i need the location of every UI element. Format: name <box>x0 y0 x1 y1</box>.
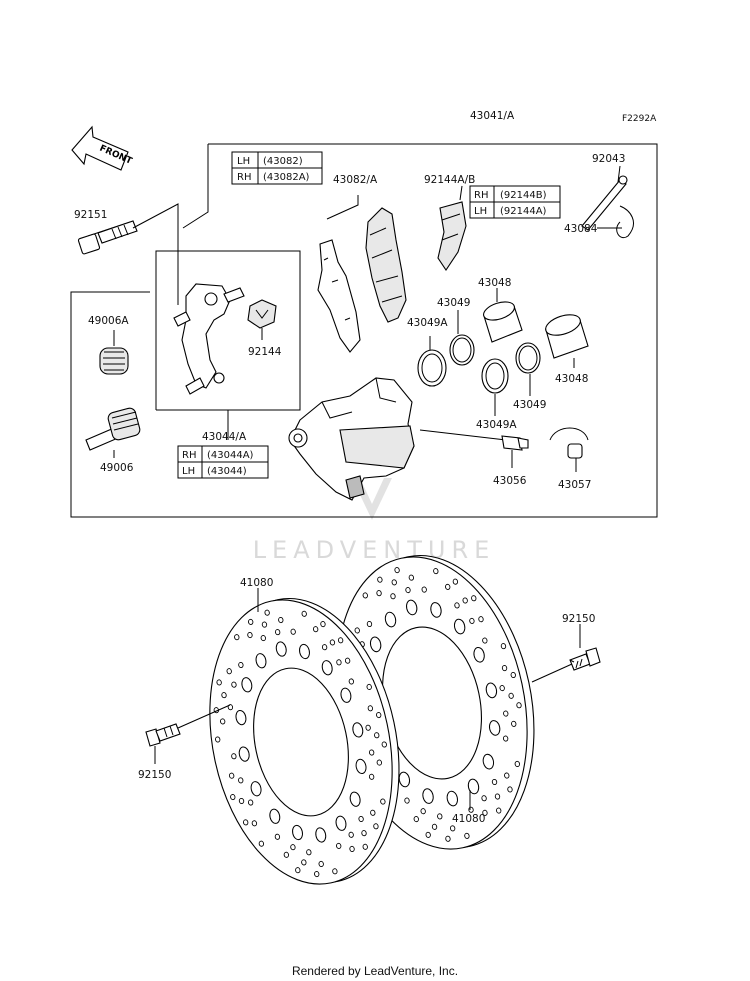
callout-92144ab: 92144A/B <box>424 174 475 186</box>
bracket-row1-side: RH <box>182 450 196 461</box>
bleeder-valve-icon <box>419 429 529 451</box>
watermark-logo: LEADVENTURE <box>253 478 496 564</box>
pad-row1-side: LH <box>237 156 250 167</box>
seal-43049-1-icon <box>449 334 475 366</box>
callout-49006a: 49006A <box>88 315 129 327</box>
caliper-bracket-icon <box>173 283 245 395</box>
callout-49006: 49006 <box>100 462 134 474</box>
callout-92144: 92144 <box>248 346 282 358</box>
callout-43082: 43082/A <box>333 174 378 186</box>
bracket-row2-side: LH <box>182 466 195 477</box>
pad-row2-code: (43082A) <box>263 172 310 183</box>
disc-bolt-right-icon <box>569 647 601 671</box>
piston-43048-2-icon <box>545 314 589 359</box>
callout-43048-bottom: 43048 <box>555 373 588 385</box>
callout-92151: 92151 <box>74 209 107 221</box>
bolt-92151-icon <box>77 220 138 255</box>
slide-pin-49006-icon <box>85 407 141 451</box>
spring-code-table: RH (92144B) LH (92144A) <box>469 185 561 219</box>
callout-43057: 43057 <box>558 479 591 491</box>
pad-row1-code: (43082) <box>263 156 303 167</box>
callout-92150-left: 92150 <box>138 769 171 781</box>
callout-43056: 43056 <box>493 475 527 487</box>
callout-41080-front: 41080 <box>240 577 273 589</box>
leader-92043 <box>617 165 621 183</box>
pad-spring-icon <box>437 201 467 271</box>
leader-43082 <box>326 195 359 220</box>
leader-92151 <box>132 203 179 305</box>
leader-92144ab <box>459 185 463 201</box>
callout-41080-rear: 41080 <box>452 813 485 825</box>
bracket-row2-code: (43044) <box>207 466 247 477</box>
bolt-axis-left <box>177 704 231 729</box>
footer-credit: Rendered by LeadVenture, Inc. <box>292 964 458 978</box>
bracket-subgroup-outline <box>155 250 301 411</box>
brake-disc-front-icon <box>209 597 400 885</box>
callout-43041: 43041/A <box>470 110 515 122</box>
bracket-code-table: RH (43044A) LH (43044) <box>177 445 269 479</box>
spring-row2-code: (92144A) <box>500 206 547 217</box>
caliper-assembly-outline <box>70 143 658 518</box>
front-arrow-icon: FRONT <box>71 125 134 171</box>
seal-43049-2-icon <box>515 342 541 374</box>
bleeder-cap-icon <box>549 427 589 459</box>
pin-clip-icon <box>616 205 634 238</box>
pad-code-table: LH (43082) RH (43082A) <box>231 151 323 185</box>
boot-49006a-icon <box>99 347 129 375</box>
callout-43084: 43084 <box>564 223 598 235</box>
callout-92043: 92043 <box>592 153 625 165</box>
callout-43049a-top: 43049A <box>407 317 448 329</box>
assembly-leader <box>182 144 209 229</box>
boot-92144-icon <box>247 299 277 329</box>
callout-43048-top: 43048 <box>478 277 511 289</box>
bracket-row1-code: (43044A) <box>207 450 254 461</box>
caliper-body-icon <box>288 377 415 501</box>
callout-43044: 43044/A <box>202 431 247 443</box>
callout-43049a-bottom: 43049A <box>476 419 517 431</box>
disc-bolt-left-icon <box>145 723 181 747</box>
callout-43049-top: 43049 <box>437 297 470 309</box>
brake-pad-right-icon <box>365 207 407 323</box>
pad-row2-side: RH <box>237 172 251 183</box>
watermark-text: LEADVENTURE <box>253 536 496 564</box>
callout-92150-right: 92150 <box>562 613 595 625</box>
figure-code: F2292A <box>622 114 657 124</box>
brake-pad-left-icon <box>317 239 361 353</box>
seal-43049a-1-icon <box>417 349 447 387</box>
spring-row1-code: (92144B) <box>500 190 547 201</box>
spring-row1-side: RH <box>474 190 488 201</box>
callout-43049-bottom: 43049 <box>513 399 546 411</box>
spring-row2-side: LH <box>474 206 487 217</box>
pad-pin-icon <box>581 175 628 231</box>
piston-43048-1-icon <box>483 301 523 343</box>
bolt-axis-right <box>531 663 573 683</box>
seal-43049a-2-icon <box>481 358 509 394</box>
